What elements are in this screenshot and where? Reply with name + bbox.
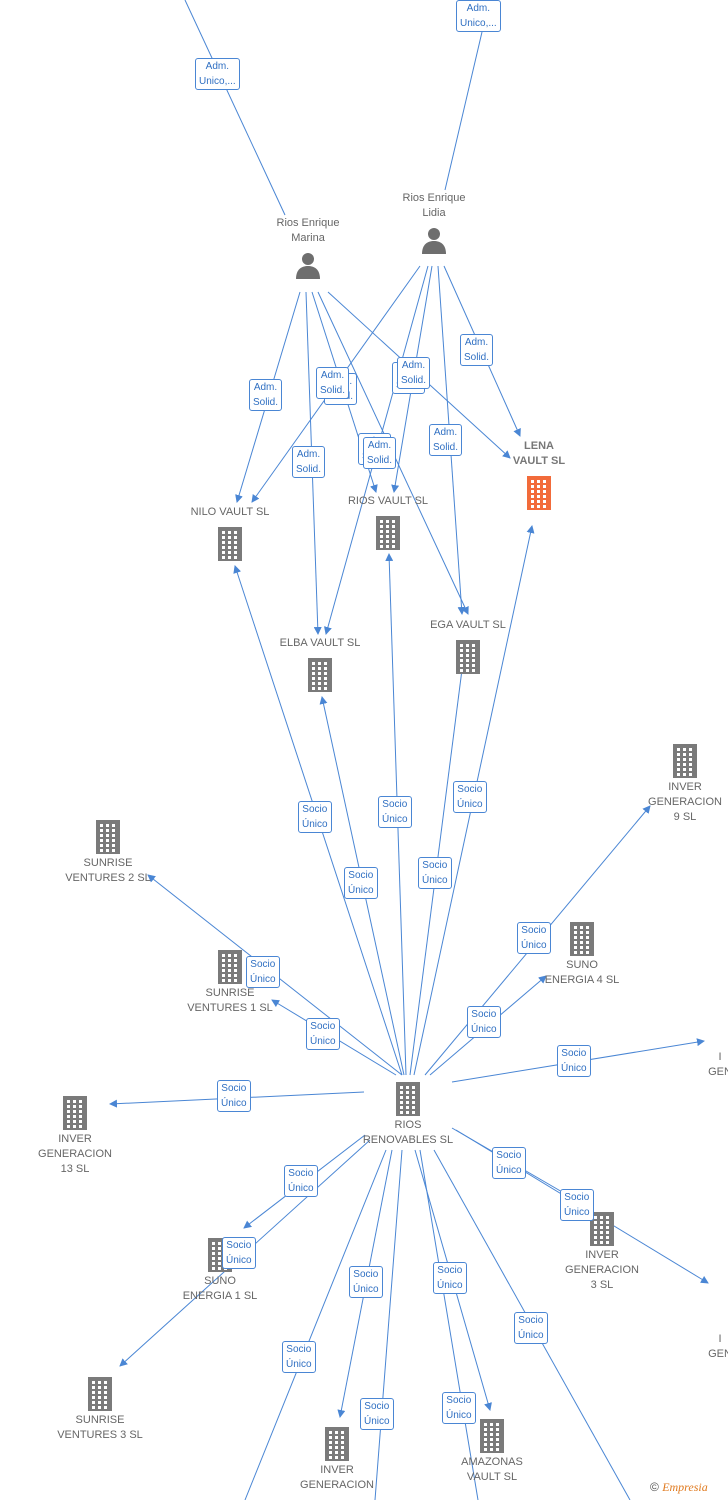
company-node-sunrise-1[interactable]: SUNRISE VENTURES 1 SL (180, 948, 280, 1016)
relation-badge-adm-solid[interactable]: Adm. Solid. (460, 334, 494, 366)
company-node-inver-3[interactable]: INVER GENERACION 3 SL (552, 1210, 652, 1293)
relation-edge (419, 1149, 479, 1500)
relation-badge-socio-unico[interactable]: Socio Único (453, 781, 487, 813)
relation-badge-socio-unico[interactable]: Socio Único (360, 1398, 394, 1430)
building-icon (218, 950, 242, 984)
building-icon (96, 820, 120, 854)
company-label: INVER GENERACION (300, 1464, 374, 1491)
person-label: Rios Enrique Marina (276, 217, 340, 244)
brand-logo[interactable]: Empresia (662, 1480, 708, 1494)
company-node-lena[interactable]: LENA VAULT SL (494, 439, 584, 510)
relation-badge-adm-solid[interactable]: Adm. Solid. (363, 437, 397, 469)
company-label: SUNO ENERGIA 1 SL (182, 1275, 258, 1302)
relation-badge-socio-unico[interactable]: Socio Único (433, 1262, 467, 1294)
company-node-ega[interactable]: EGA VAULT SL (418, 618, 518, 674)
company-label: INVER GENERACION 13 SL (38, 1133, 112, 1175)
relation-badge-socio-unico[interactable]: Socio Único (306, 1018, 340, 1050)
company-node-rios-vault[interactable]: RIOS VAULT SL (338, 494, 438, 550)
company-node-right-1[interactable]: I GEN (700, 1040, 728, 1080)
building-icon (63, 1096, 87, 1130)
company-node-nilo[interactable]: NILO VAULT SL (180, 505, 280, 561)
relation-badge-adm-unico[interactable]: Adm. Unico,... (195, 58, 240, 90)
building-icon (480, 1419, 504, 1453)
company-label: SUNRISE VENTURES 3 SL (57, 1414, 143, 1441)
building-icon (527, 476, 551, 510)
company-label: RIOS VAULT SL (347, 495, 429, 507)
company-label: SUNRISE VENTURES 1 SL (187, 987, 273, 1014)
company-label: ELBA VAULT SL (279, 637, 361, 649)
relation-badge-adm-solid[interactable]: Adm. Solid. (316, 367, 350, 399)
company-label: I GEN (708, 1051, 728, 1078)
person-icon (422, 228, 446, 254)
relation-edge (184, 0, 286, 216)
person-icon (296, 253, 320, 279)
relation-edge (374, 1149, 403, 1500)
building-icon (376, 516, 400, 550)
building-icon (570, 922, 594, 956)
relation-badge-socio-unico[interactable]: Socio Único (284, 1165, 318, 1197)
relation-badge-adm-solid[interactable]: Adm. Solid. (292, 446, 326, 478)
building-icon (308, 658, 332, 692)
company-node-inver-13[interactable]: INVER GENERACION 13 SL (25, 1094, 125, 1177)
relation-badge-socio-unico[interactable]: Socio Único (222, 1237, 256, 1269)
relation-badge-socio-unico[interactable]: Socio Único (344, 867, 378, 899)
building-icon (673, 744, 697, 778)
person-node-lidia[interactable]: Rios Enrique Lidia (384, 191, 484, 255)
relation-badge-socio-unico[interactable]: Socio Único (517, 922, 551, 954)
company-node-sunrise-3[interactable]: SUNRISE VENTURES 3 SL (50, 1375, 150, 1443)
relation-badge-socio-unico[interactable]: Socio Único (560, 1189, 594, 1221)
relation-badge-socio-unico[interactable]: Socio Único (492, 1147, 526, 1179)
person-label: Rios Enrique Lidia (402, 192, 466, 219)
company-node-rios-renovables[interactable]: RIOS RENOVABLES SL (358, 1080, 458, 1148)
company-node-inver-bottom[interactable]: INVER GENERACION (287, 1425, 387, 1493)
company-label: AMAZONAS VAULT SL (461, 1456, 523, 1483)
building-icon (218, 527, 242, 561)
relation-badge-socio-unico[interactable]: Socio Único (246, 956, 280, 988)
company-label: I GEN (708, 1333, 728, 1360)
relation-edge (244, 1149, 387, 1500)
copyright-footer: © Empresia (650, 1480, 708, 1495)
building-icon (325, 1427, 349, 1461)
relation-badge-socio-unico[interactable]: Socio Único (514, 1312, 548, 1344)
building-icon (396, 1082, 420, 1116)
relation-badge-socio-unico[interactable]: Socio Único (442, 1392, 476, 1424)
building-icon (456, 640, 480, 674)
company-label: RIOS RENOVABLES SL (362, 1119, 454, 1146)
building-icon (590, 1212, 614, 1246)
relation-badge-socio-unico[interactable]: Socio Único (217, 1080, 251, 1112)
relation-edge (444, 31, 483, 191)
company-label: LENA VAULT SL (512, 440, 566, 467)
relation-badge-adm-solid[interactable]: Adm. Solid. (429, 424, 463, 456)
relation-badge-socio-unico[interactable]: Socio Único (418, 857, 452, 889)
relation-badge-adm-solid[interactable]: Adm. Solid. (249, 379, 283, 411)
company-label: SUNRISE VENTURES 2 SL (65, 857, 151, 884)
relation-badge-adm-solid[interactable]: Adm. Solid. (397, 357, 431, 389)
company-label: NILO VAULT SL (190, 506, 270, 518)
company-label: INVER GENERACION 3 SL (565, 1249, 639, 1291)
company-label: SUNO ENERGIA 4 SL (544, 959, 620, 986)
company-node-sunrise-2[interactable]: SUNRISE VENTURES 2 SL (58, 818, 158, 886)
company-node-amazonas[interactable]: AMAZONAS VAULT SL (442, 1417, 542, 1485)
relation-badge-socio-unico[interactable]: Socio Único (298, 801, 332, 833)
relation-badge-socio-unico[interactable]: Socio Único (282, 1341, 316, 1373)
building-icon (88, 1377, 112, 1411)
company-node-suno-4[interactable]: SUNO ENERGIA 4 SL (532, 920, 632, 988)
company-label: EGA VAULT SL (430, 619, 506, 631)
relation-badge-adm-unico[interactable]: Adm. Unico,... (456, 0, 501, 32)
relation-badge-socio-unico[interactable]: Socio Único (467, 1006, 501, 1038)
copyright-symbol: © (650, 1480, 659, 1494)
company-label: INVER GENERACION 9 SL (648, 781, 722, 823)
company-node-elba[interactable]: ELBA VAULT SL (270, 636, 370, 692)
relation-badge-socio-unico[interactable]: Socio Único (349, 1266, 383, 1298)
person-node-marina[interactable]: Rios Enrique Marina (258, 216, 358, 280)
relation-badge-socio-unico[interactable]: Socio Único (378, 796, 412, 828)
company-node-right-2[interactable]: I GEN (700, 1322, 728, 1362)
company-node-inver-9[interactable]: INVER GENERACION 9 SL (640, 742, 728, 825)
relation-badge-socio-unico[interactable]: Socio Único (557, 1045, 591, 1077)
